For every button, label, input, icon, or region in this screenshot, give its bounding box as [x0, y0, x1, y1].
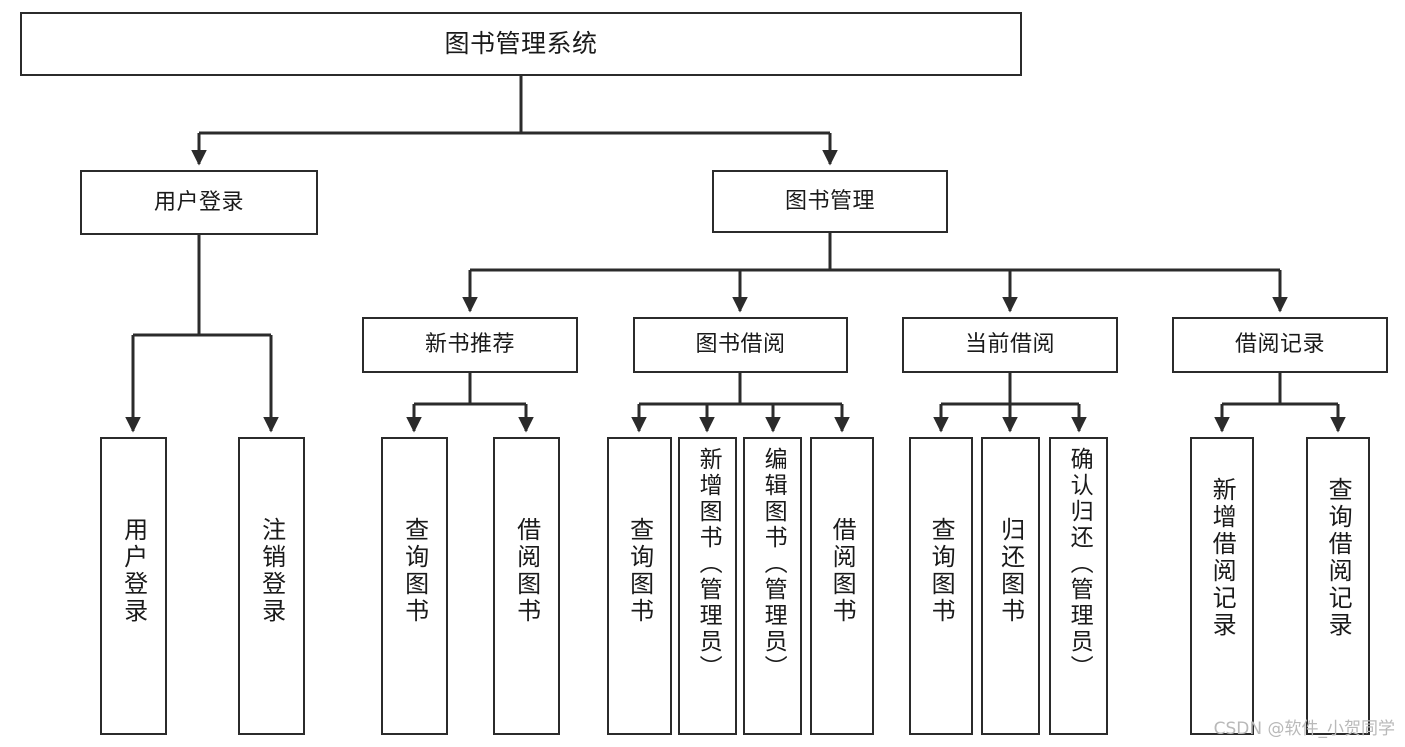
node-current-borrow[interactable]: 当前借阅	[902, 317, 1118, 373]
node-root-system-label: 图书管理系统	[444, 29, 598, 59]
leaf-query-book-recommend[interactable]: 查询图书	[381, 437, 448, 735]
leaf-add-book-admin-label: 新增图书（管理员）	[695, 447, 722, 681]
leaf-edit-book-admin[interactable]: 编辑图书（管理员）	[743, 437, 802, 735]
leaf-confirm-return-admin[interactable]: 确认归还（管理员）	[1049, 437, 1108, 735]
leaf-query-book-label: 查询图书	[625, 517, 654, 625]
leaf-user-logout-label: 注销登录	[257, 517, 286, 625]
node-book-borrow-label: 图书借阅	[695, 332, 786, 358]
leaf-add-book-admin[interactable]: 新增图书（管理员）	[678, 437, 737, 735]
leaf-query-borrow-record-label: 查询借阅记录	[1324, 477, 1353, 639]
node-borrow-record-label: 借阅记录	[1234, 332, 1325, 358]
leaf-borrow-book-recommend[interactable]: 借阅图书	[493, 437, 560, 735]
node-book-management[interactable]: 图书管理	[712, 170, 948, 233]
leaf-borrow-book[interactable]: 借阅图书	[810, 437, 874, 735]
leaf-query-book-recommend-label: 查询图书	[400, 517, 429, 625]
leaf-user-login-label: 用户登录	[119, 517, 148, 625]
node-root-system[interactable]: 图书管理系统	[20, 12, 1022, 76]
leaf-query-book-current[interactable]: 查询图书	[909, 437, 973, 735]
node-current-borrow-label: 当前借阅	[964, 332, 1055, 358]
leaf-confirm-return-admin-label: 确认归还（管理员）	[1066, 447, 1093, 681]
node-user-login-label: 用户登录	[153, 189, 244, 215]
leaf-add-borrow-record-label: 新增借阅记录	[1208, 477, 1237, 639]
leaf-query-book-current-label: 查询图书	[927, 517, 956, 625]
leaf-return-book-label: 归还图书	[996, 517, 1025, 625]
watermark-text: CSDN @软件_小贺同学	[1213, 719, 1395, 739]
leaf-add-borrow-record[interactable]: 新增借阅记录	[1190, 437, 1254, 735]
node-book-borrow[interactable]: 图书借阅	[633, 317, 848, 373]
node-new-book-recommend-label: 新书推荐	[424, 332, 515, 358]
leaf-user-login[interactable]: 用户登录	[100, 437, 167, 735]
node-borrow-record[interactable]: 借阅记录	[1172, 317, 1388, 373]
node-book-management-label: 图书管理	[784, 188, 875, 214]
leaf-return-book[interactable]: 归还图书	[981, 437, 1040, 735]
leaf-query-borrow-record[interactable]: 查询借阅记录	[1306, 437, 1370, 735]
leaf-user-logout[interactable]: 注销登录	[238, 437, 305, 735]
leaf-edit-book-admin-label: 编辑图书（管理员）	[760, 447, 787, 681]
leaf-query-book[interactable]: 查询图书	[607, 437, 672, 735]
leaf-borrow-book-recommend-label: 借阅图书	[512, 517, 541, 625]
node-user-login[interactable]: 用户登录	[80, 170, 318, 235]
node-new-book-recommend[interactable]: 新书推荐	[362, 317, 578, 373]
leaf-borrow-book-label: 借阅图书	[828, 517, 857, 625]
